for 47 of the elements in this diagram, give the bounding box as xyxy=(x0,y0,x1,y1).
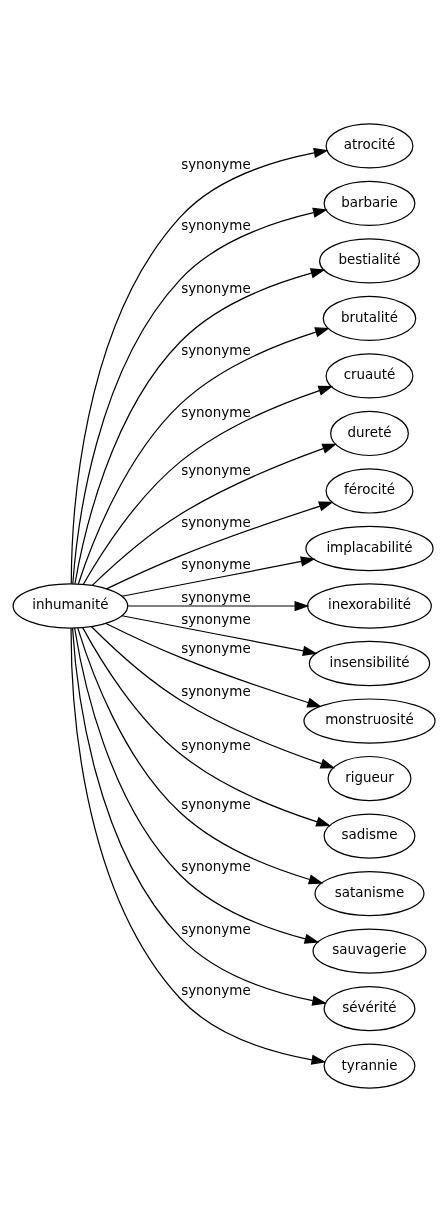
node-ellipse: dureté xyxy=(330,410,409,456)
edge-label: synonyme xyxy=(181,404,251,420)
arrow xyxy=(77,626,324,884)
edge-label: synonyme xyxy=(181,342,251,358)
node-ellipse: insensibilité xyxy=(308,640,431,686)
arrow xyxy=(74,626,320,944)
node-ellipse: rigueur xyxy=(327,755,412,801)
edge-label: synonyme xyxy=(181,556,251,572)
edge-label: synonyme xyxy=(181,156,251,172)
node-ellipse: atrocité xyxy=(325,122,414,169)
arrow xyxy=(82,626,331,827)
node-ellipse: implacabilité xyxy=(305,525,434,571)
edge-label: synonyme xyxy=(181,640,251,656)
edge-label: synonyme xyxy=(181,589,251,605)
edge-label: synonyme xyxy=(181,982,251,998)
arrow xyxy=(82,385,334,585)
node-ellipse: férocité xyxy=(325,467,414,514)
node-ellipse: brutalité xyxy=(322,295,417,341)
edge-label: synonyme xyxy=(181,737,251,753)
node-ellipse: inhumanité xyxy=(12,582,129,629)
edge-label: synonyme xyxy=(181,683,251,699)
node-ellipse: sadisme xyxy=(323,812,416,859)
node-ellipse: sévérité xyxy=(323,985,416,1031)
arrow xyxy=(127,600,310,611)
node-ellipse: sauvagerie xyxy=(312,927,427,974)
arrow xyxy=(121,555,316,597)
edge-label: synonyme xyxy=(181,514,251,530)
arrow xyxy=(90,625,336,768)
edge-label: synonyme xyxy=(181,921,251,937)
arrow xyxy=(74,267,326,584)
node-ellipse: barbarie xyxy=(323,180,416,226)
arrow xyxy=(121,614,318,656)
arrow xyxy=(105,622,322,707)
node-ellipse: bestialité xyxy=(319,237,420,284)
arrow xyxy=(91,443,337,586)
node-ellipse: inexorabilité xyxy=(307,582,432,629)
arrow xyxy=(77,326,330,585)
edge-label: synonyme xyxy=(181,280,251,296)
edge-label: synonyme xyxy=(181,462,251,478)
edge-label: synonyme xyxy=(181,796,251,812)
edge-label: synonyme xyxy=(181,611,251,627)
node-ellipse: tyrannie xyxy=(323,1042,416,1089)
node-ellipse: cruauté xyxy=(325,352,414,399)
arrow xyxy=(105,500,334,589)
edge-label: synonyme xyxy=(181,217,251,233)
node-ellipse: satanisme xyxy=(314,870,425,916)
edge-label: synonyme xyxy=(181,858,251,874)
